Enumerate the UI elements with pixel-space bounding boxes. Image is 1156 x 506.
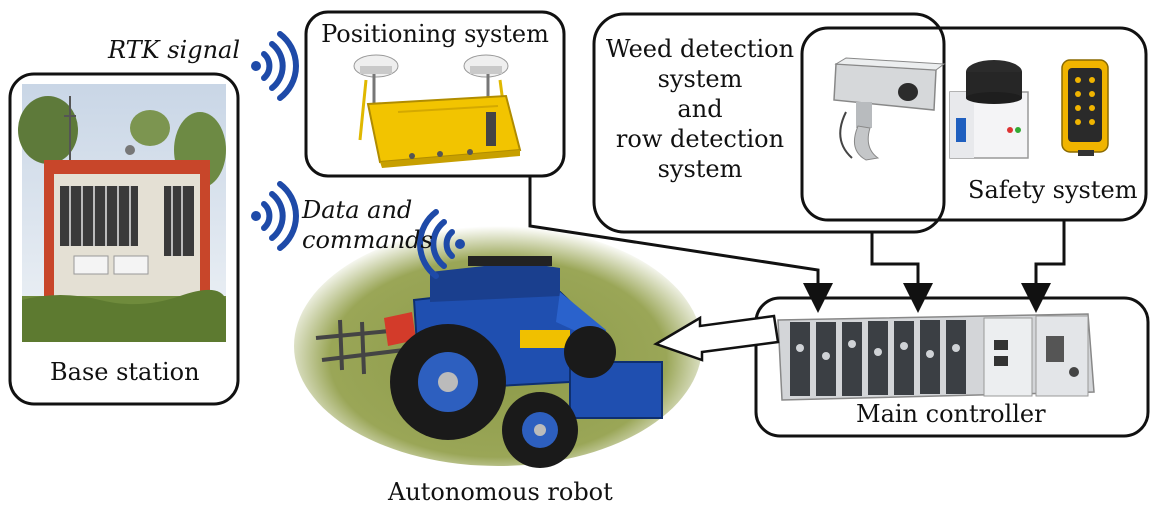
commands-label: commands xyxy=(302,226,433,254)
autonomous-robot-title: Autonomous robot xyxy=(388,478,613,506)
wheel xyxy=(502,392,578,468)
connector-positioning-to-controller xyxy=(528,176,833,313)
safety-system-panel xyxy=(800,26,1148,222)
base-station-title: Base station xyxy=(50,358,200,386)
gps-receiver-photo xyxy=(353,54,522,168)
connector-weed-to-controller xyxy=(870,232,933,313)
data-and-label: Data and xyxy=(302,196,413,224)
wireless-signal-icon xyxy=(251,31,299,101)
main-controller-panel xyxy=(754,296,1150,438)
controller-chassis-photo xyxy=(777,313,1095,401)
weed-detection-panel xyxy=(592,12,946,234)
autonomous-robot-photo xyxy=(294,226,702,468)
weed-detection-line: system xyxy=(657,155,743,183)
camera-icon xyxy=(833,57,946,161)
safety-system-title: Safety system xyxy=(968,176,1138,204)
weed-detection-title: Weed detection system and row detection … xyxy=(600,34,800,184)
main-controller-title: Main controller xyxy=(856,400,1046,428)
hollow-arrow-controller-to-robot xyxy=(653,314,780,362)
weed-detection-line: row detection xyxy=(615,125,785,153)
weed-detection-line: system xyxy=(657,65,743,93)
weed-detection-line: and xyxy=(677,95,723,123)
weed-detection-line: Weed detection xyxy=(605,35,795,63)
positioning-system-panel xyxy=(304,10,566,178)
wireless-signal-icon xyxy=(417,209,465,279)
positioning-system-title: Positioning system xyxy=(321,20,549,48)
wheel xyxy=(390,324,506,440)
connector-safety-to-controller xyxy=(1021,220,1066,313)
wheel xyxy=(564,326,616,378)
base-station-photo xyxy=(18,84,226,342)
laser-scanner-icon xyxy=(949,60,1029,159)
remote-control-icon xyxy=(1061,59,1109,156)
gps-antenna-icon xyxy=(353,54,399,141)
wireless-signal-icon xyxy=(251,181,299,251)
base-station-panel xyxy=(8,72,240,406)
rtk-signal-label: RTK signal xyxy=(108,36,241,64)
